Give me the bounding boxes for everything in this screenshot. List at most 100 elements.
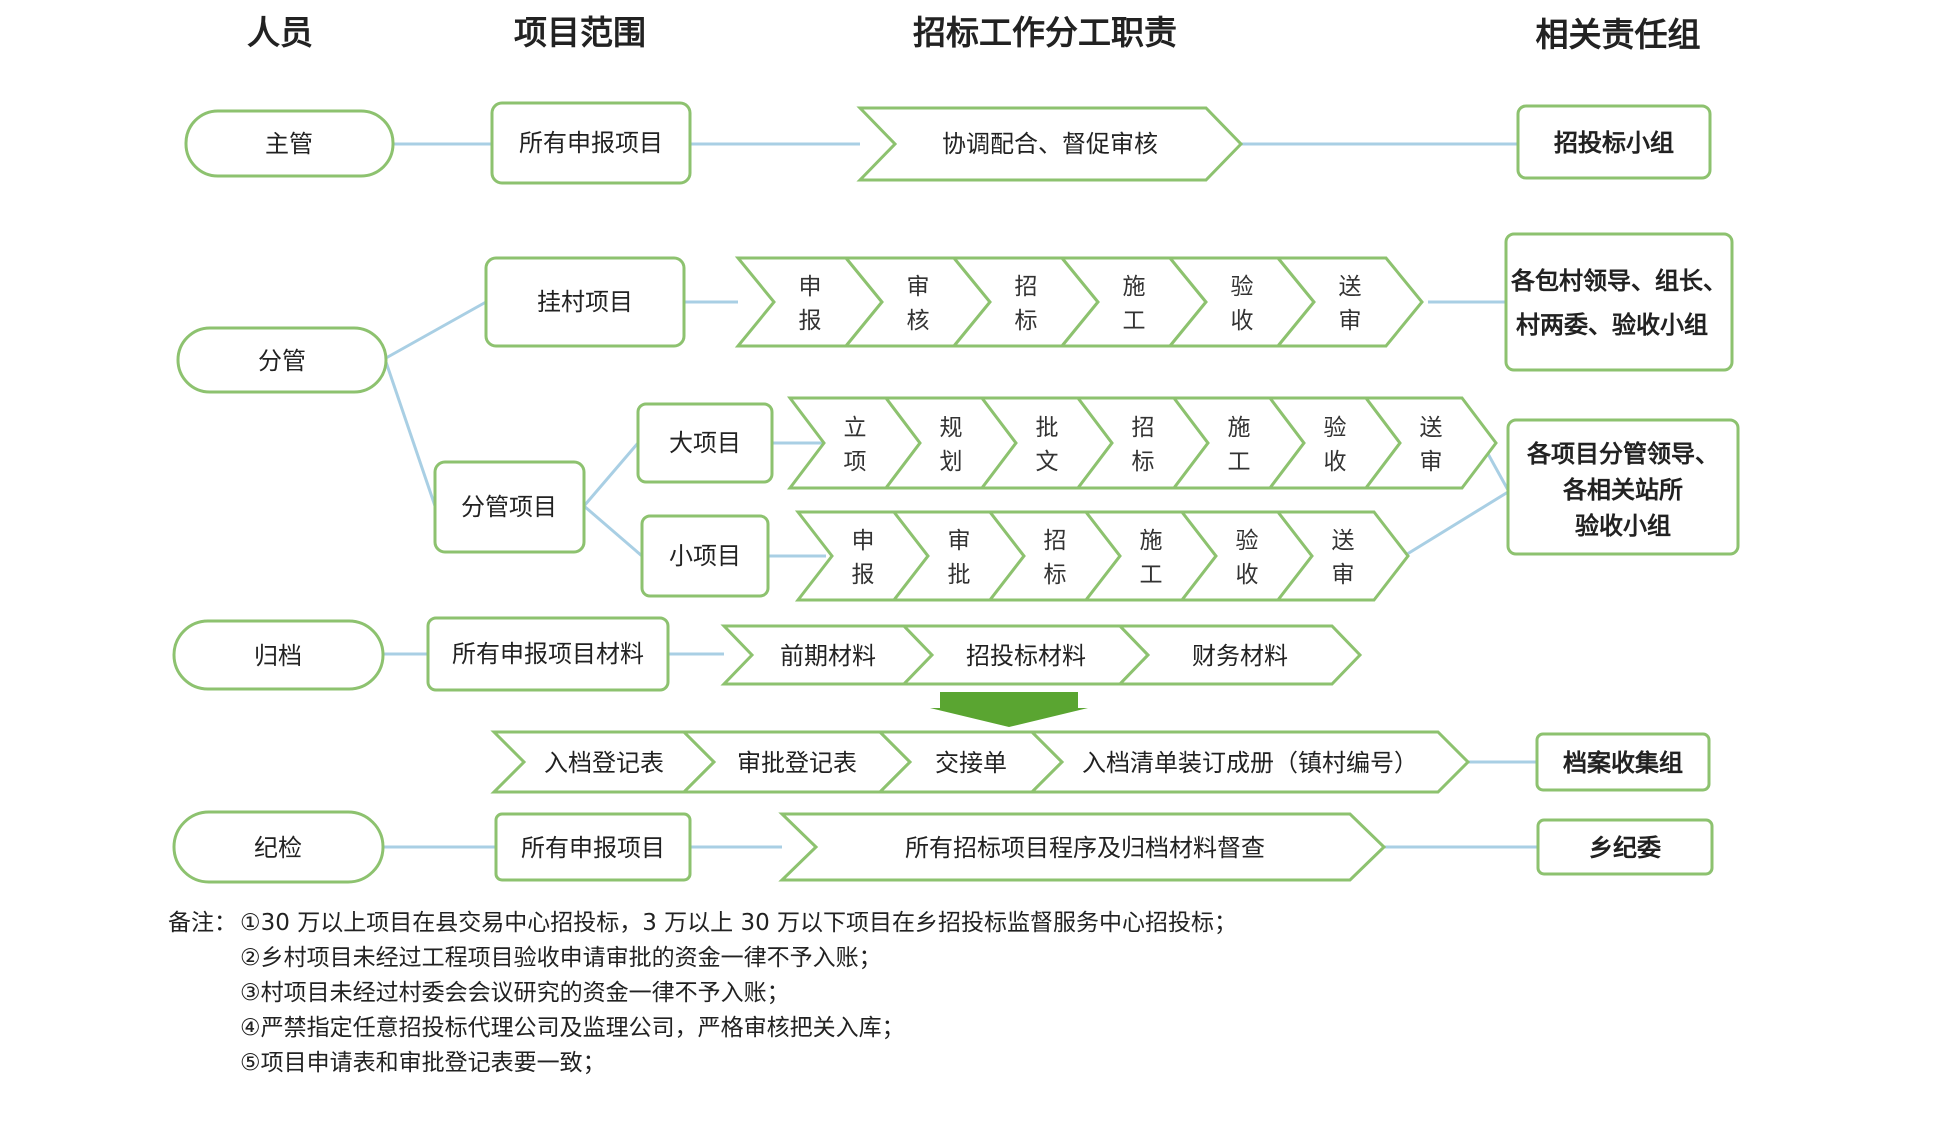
connector bbox=[385, 300, 487, 360]
big-project-label: 大项目 bbox=[669, 429, 741, 457]
scope-box-archive bbox=[426, 616, 670, 692]
big-project-box bbox=[636, 402, 774, 484]
step-label-char: 标 bbox=[1044, 562, 1067, 588]
header-scope: 项目范围 bbox=[514, 13, 646, 52]
scope-label-village: 挂村项目 bbox=[537, 288, 633, 316]
step-label-char: 报 bbox=[852, 562, 875, 588]
notes-prefix: 备注： bbox=[168, 910, 237, 936]
step-label-char: 施 bbox=[1228, 415, 1251, 441]
notes: 备注： ①30 万以上项目在县交易中心招投标，3 万以上 30 万以下项目在乡招… bbox=[168, 910, 1237, 1076]
duty-label-discipline: 所有招标项目程序及归档材料督查 bbox=[905, 834, 1265, 862]
scope-box-village bbox=[484, 256, 686, 348]
connector bbox=[583, 504, 643, 558]
step-label-char: 划 bbox=[940, 449, 963, 475]
step-label: 财务材料 bbox=[1192, 642, 1288, 670]
step-chevron bbox=[1116, 624, 1363, 686]
step-label: 招投标材料 bbox=[966, 642, 1086, 670]
step-label-char: 招 bbox=[1015, 274, 1038, 300]
step-label-char: 验 bbox=[1231, 274, 1254, 300]
scope-box-discipline bbox=[494, 812, 692, 882]
connector bbox=[1403, 490, 1509, 558]
step-label-char: 收 bbox=[1231, 308, 1254, 334]
header-groups: 相关责任组 bbox=[1536, 15, 1701, 54]
scope-label-managed: 分管项目 bbox=[461, 493, 557, 521]
duty-chevron-discipline bbox=[778, 812, 1387, 882]
group-label-archive: 档案收集组 bbox=[1563, 749, 1683, 777]
step-label-char: 招 bbox=[1132, 415, 1155, 441]
step-label: 审批登记表 bbox=[737, 749, 857, 777]
group-box-discipline bbox=[1536, 818, 1714, 876]
step-label-char: 项 bbox=[844, 449, 867, 475]
group-box-village bbox=[1504, 232, 1734, 372]
step-label-char: 送 bbox=[1332, 528, 1355, 554]
scope-label-archive: 所有申报项目材料 bbox=[452, 640, 644, 668]
step-label-char: 文 bbox=[1036, 449, 1059, 475]
step-label-char: 审 bbox=[907, 274, 930, 300]
step-label-char: 批 bbox=[1036, 415, 1059, 441]
step-chevron bbox=[1274, 510, 1410, 602]
step-label-char: 审 bbox=[948, 528, 971, 554]
group-label-managed-line2: 各相关站所 bbox=[1562, 476, 1683, 504]
step-label: 入档清单装订成册（镇村编号） bbox=[1082, 749, 1418, 777]
duty-chevron-supervisor bbox=[856, 106, 1244, 182]
step-label-char: 申 bbox=[852, 528, 875, 554]
connector bbox=[384, 361, 437, 507]
person-label-deputy: 分管 bbox=[258, 347, 306, 375]
group-box-supervisor bbox=[1516, 104, 1712, 180]
step-chevron bbox=[1028, 730, 1471, 794]
person-label-discipline: 纪检 bbox=[254, 834, 302, 862]
small-project-label: 小项目 bbox=[669, 542, 741, 570]
note-item: ⑤项目申请表和审批登记表要一致； bbox=[240, 1050, 606, 1076]
person-node-deputy bbox=[176, 326, 388, 394]
step-label-char: 施 bbox=[1140, 528, 1163, 554]
archive-materials: 前期材料 招投标材料 财务材料 bbox=[720, 624, 1363, 686]
step-label-char: 工 bbox=[1140, 562, 1163, 588]
group-box-archive bbox=[1535, 732, 1711, 792]
scope-label-supervisor: 所有申报项目 bbox=[519, 129, 663, 157]
step-label: 入档登记表 bbox=[544, 749, 664, 777]
person-node-discipline bbox=[172, 810, 385, 884]
step-label: 交接单 bbox=[935, 749, 1007, 777]
row-supervisor: 主管 所有申报项目 协调配合、督促审核 招投标小组 bbox=[184, 101, 1712, 185]
step-label-char: 工 bbox=[1228, 449, 1251, 475]
header-people: 人员 bbox=[247, 13, 313, 52]
scope-box-managed bbox=[433, 460, 586, 554]
step-label-char: 送 bbox=[1339, 274, 1362, 300]
archive-records: 入档登记表 审批登记表 交接单 入档清单装订成册（镇村编号） bbox=[490, 730, 1471, 794]
step-label-char: 立 bbox=[844, 415, 867, 441]
person-label-supervisor: 主管 bbox=[265, 130, 313, 158]
step-label-char: 审 bbox=[1339, 308, 1362, 334]
step-chevron bbox=[1362, 396, 1498, 490]
group-label-discipline: 乡纪委 bbox=[1589, 834, 1661, 862]
step-label-char: 标 bbox=[1132, 449, 1155, 475]
group-label-village-line2: 村两委、验收小组 bbox=[1516, 311, 1708, 339]
step-label-char: 收 bbox=[1236, 562, 1259, 588]
step-label-char: 申 bbox=[799, 274, 822, 300]
step-label-char: 核 bbox=[907, 308, 930, 334]
step-chevron bbox=[1274, 256, 1424, 348]
group-label-managed-line3: 验收小组 bbox=[1575, 512, 1671, 540]
row-discipline: 纪检 所有申报项目 所有招标项目程序及归档材料督查 乡纪委 bbox=[172, 810, 1714, 884]
step-label-char: 验 bbox=[1236, 528, 1259, 554]
row-archive: 归档 所有申报项目材料 前期材料招投标材料财务材料 入档登记表审批登记表交接单入… bbox=[172, 616, 1711, 794]
step-label-char: 招 bbox=[1044, 528, 1067, 554]
group-label-village-line1: 各包村领导、组长、 bbox=[1510, 267, 1727, 295]
step-label-char: 规 bbox=[940, 415, 963, 441]
group-box-managed bbox=[1506, 418, 1740, 556]
step-label-char: 收 bbox=[1324, 449, 1347, 475]
step-label: 前期材料 bbox=[780, 642, 876, 670]
person-node-supervisor bbox=[184, 109, 395, 178]
note-item: ①30 万以上项目在县交易中心招投标，3 万以上 30 万以下项目在乡招投标监督… bbox=[240, 910, 1237, 936]
down-arrow-icon bbox=[930, 692, 1088, 727]
step-label-char: 批 bbox=[948, 562, 971, 588]
group-label-managed-line1: 各项目分管领导、 bbox=[1526, 440, 1719, 468]
note-item: ③村项目未经过村委会会议研究的资金一律不予入账； bbox=[240, 980, 790, 1006]
connector bbox=[582, 442, 640, 507]
group-label-supervisor: 招投标小组 bbox=[1554, 129, 1674, 157]
scope-label-discipline: 所有申报项目 bbox=[521, 834, 665, 862]
